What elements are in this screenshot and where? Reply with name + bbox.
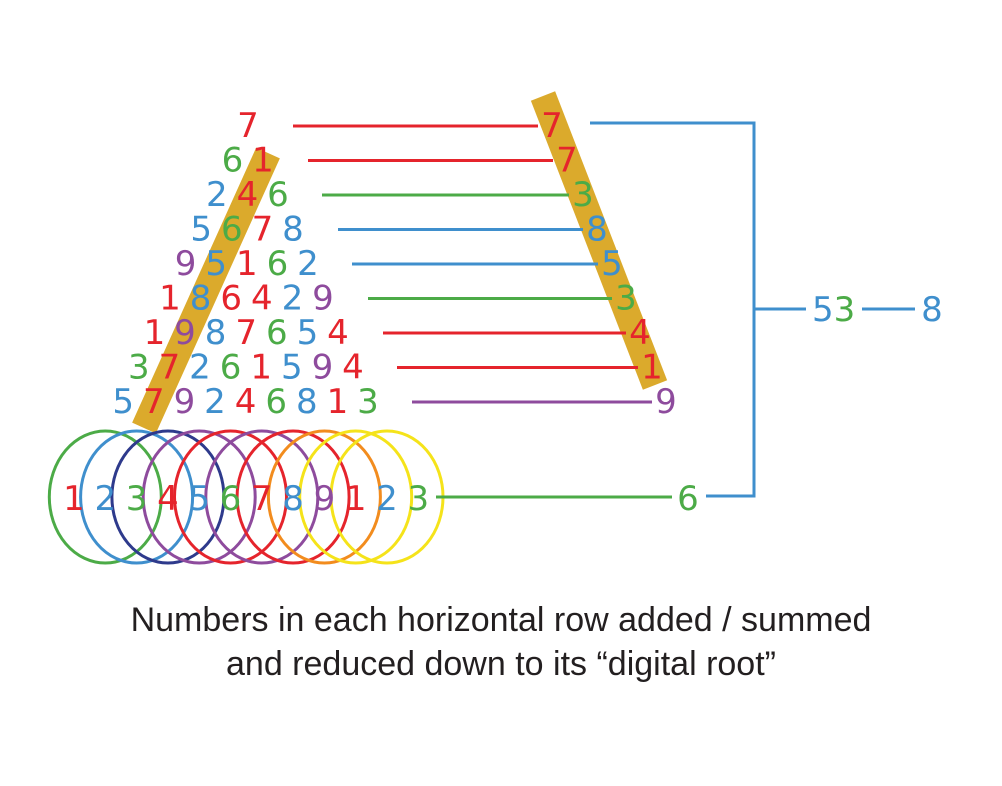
triangle-digit: 6 — [220, 348, 242, 388]
row-digital-root: 7 — [541, 106, 563, 146]
triangle-digit: 7 — [237, 106, 259, 146]
triangle-digit: 7 — [143, 382, 165, 422]
triangle-digit: 6 — [221, 210, 243, 250]
triangle-digit: 4 — [327, 313, 349, 353]
triangle-digit: 7 — [235, 313, 257, 353]
triangle-digit: 9 — [174, 382, 196, 422]
base-row-digit: 2 — [376, 479, 398, 519]
triangle-digit: 5 — [297, 313, 319, 353]
triangle-digit: 4 — [251, 279, 273, 319]
triangle-digit: 6 — [222, 141, 244, 181]
base-row-digit: 7 — [251, 479, 273, 519]
triangle-digit: 1 — [327, 382, 349, 422]
triangle-digit: 8 — [282, 210, 304, 250]
caption-line-1: Numbers in each horizontal row added / s… — [130, 601, 872, 639]
roots-sum-group: 53 8 — [812, 290, 943, 330]
base-row-digit: 4 — [157, 479, 179, 519]
triangle-digit: 5 — [281, 348, 303, 388]
row-digital-root: 9 — [655, 382, 677, 422]
triangle-digit: 4 — [342, 348, 364, 388]
triangle-digit: 5 — [112, 382, 134, 422]
triangle-digit: 8 — [205, 313, 227, 353]
base-row-digit: 9 — [314, 479, 336, 519]
base-row-loop — [298, 429, 414, 565]
row-digital-root: 7 — [556, 141, 578, 181]
triangle-digit: 2 — [206, 175, 228, 215]
triangle-digit: 3 — [128, 348, 150, 388]
base-row-loop — [110, 429, 226, 565]
triangle-digit: 6 — [266, 313, 288, 353]
base-row-loop — [79, 429, 195, 565]
base-row-digit: 5 — [188, 479, 210, 519]
final-digital-root: 8 — [921, 290, 943, 330]
triangle-digit: 7 — [252, 210, 274, 250]
triangle-digit: 1 — [236, 244, 258, 284]
base-row-loop — [204, 429, 320, 565]
triangle-digit: 2 — [297, 244, 319, 284]
triangle-digit: 5 — [190, 210, 212, 250]
triangle-digit: 6 — [267, 175, 289, 215]
caption-line-2: and reduced down to its “digital root” — [226, 645, 776, 683]
triangle-digit: 8 — [296, 382, 318, 422]
base-row-loop — [141, 429, 257, 565]
row-digital-root: 4 — [629, 313, 651, 353]
triangle-digit: 9 — [175, 244, 197, 284]
triangle-digit: 1 — [252, 141, 274, 181]
triangle-digit: 1 — [250, 348, 272, 388]
base-row-digit: 8 — [282, 479, 304, 519]
row-digital-root: 5 — [601, 244, 623, 284]
left-diagonal-highlight — [132, 147, 280, 434]
base-row-loop — [47, 429, 163, 565]
row-digital-root: 3 — [615, 279, 637, 319]
base-row-digit: 6 — [220, 479, 242, 519]
triangle-digit: 3 — [357, 382, 379, 422]
triangle-digit: 6 — [220, 279, 242, 319]
triangle-digit: 1 — [159, 279, 181, 319]
triangle-digit: 4 — [237, 175, 259, 215]
row-digital-root: 1 — [641, 348, 663, 388]
base-row-digit: 1 — [63, 479, 85, 519]
triangle-digit: 9 — [312, 348, 334, 388]
base-row-loop — [173, 429, 288, 565]
base-row-loop — [266, 429, 382, 565]
base-row-digit: 3 — [407, 479, 429, 519]
roots-bracket-line — [590, 121, 806, 498]
base-row-digital-root: 6 — [677, 479, 699, 519]
triangle-digit: 6 — [267, 244, 289, 284]
base-row-digit: 1 — [345, 479, 367, 519]
base-row-digit: 2 — [94, 479, 116, 519]
row-digital-root: 3 — [572, 175, 594, 215]
triangle-digit: 2 — [282, 279, 304, 319]
row-digital-root: 8 — [586, 210, 608, 250]
base-row-digit: 3 — [126, 479, 148, 519]
triangle-digit: 9 — [312, 279, 334, 319]
triangle-digit: 9 — [174, 313, 196, 353]
triangle-digit: 7 — [159, 348, 181, 388]
right-diagonal-highlight — [530, 91, 668, 390]
triangle-digit: 1 — [144, 313, 166, 353]
roots-sum: 53 — [812, 290, 855, 330]
triangle-digit: 8 — [190, 279, 212, 319]
roots-bracket — [590, 121, 806, 498]
triangle-digit: 2 — [204, 382, 226, 422]
row-connector-lines — [293, 124, 672, 499]
base-row-loops — [47, 429, 445, 565]
triangle-digit: 5 — [205, 244, 227, 284]
highlight-bars — [132, 91, 668, 434]
triangle-digit: 2 — [189, 348, 211, 388]
base-row-loop — [235, 429, 351, 565]
triangle-digit: 6 — [265, 382, 287, 422]
triangle-digit: 4 — [235, 382, 257, 422]
